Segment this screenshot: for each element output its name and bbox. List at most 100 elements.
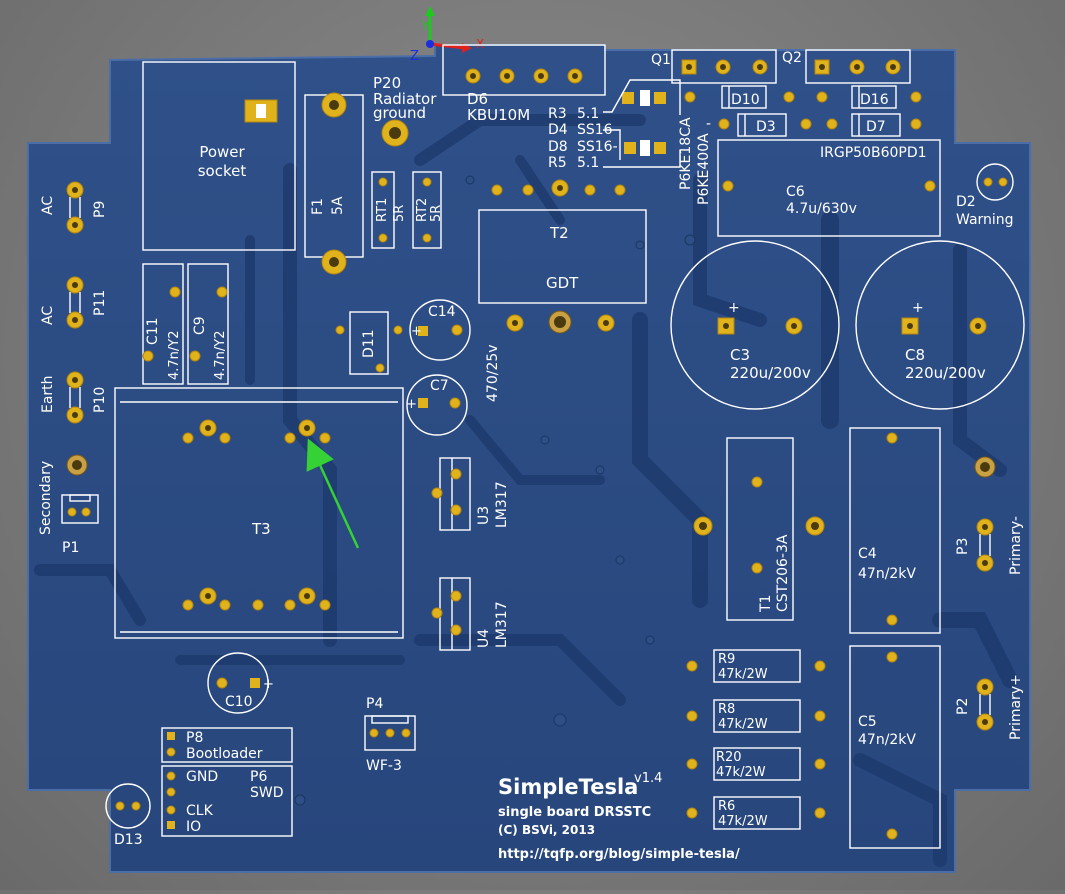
- label-io: IO: [186, 819, 201, 835]
- led-d2: D2 Warning: [956, 163, 1014, 228]
- label-p10: P10: [92, 387, 108, 413]
- label-p2: P2: [955, 698, 971, 715]
- label-primary-minus: Primary-: [1008, 516, 1024, 575]
- label-gnd: GND: [186, 769, 218, 785]
- label-bootloader: Bootloader: [186, 746, 263, 762]
- label-t1: T1: [758, 595, 774, 613]
- connector-p8-bootloader: P8 Bootloader: [161, 727, 293, 763]
- diode-d10: D10: [684, 85, 795, 109]
- label-d8: D8: [548, 139, 568, 155]
- label-r6: R6: [718, 799, 735, 814]
- label-kbu10m: KBU10M: [467, 106, 530, 124]
- resistor-r9: R9 47k/2W: [686, 649, 826, 683]
- label-wf3: WF-3: [366, 758, 402, 774]
- label-p8: P8: [186, 730, 203, 746]
- label-igbt: IRGP50B60PD1: [820, 145, 927, 161]
- label-r20-val: 47k/2W: [716, 765, 766, 780]
- diode-d11: D11: [335, 311, 403, 375]
- label-d13: D13: [114, 832, 143, 848]
- label-t2: T2: [549, 224, 569, 242]
- label-p11: P11: [92, 290, 108, 316]
- brand-block: SimpleTesla v1.4 single board DRSSTC (C)…: [498, 771, 740, 862]
- label-p9: P9: [92, 201, 108, 218]
- label-q1: Q1: [651, 52, 671, 68]
- label-swd: SWD: [250, 785, 284, 801]
- label-rt1: RT1: [375, 198, 390, 222]
- connector-p6-swd: GND P6 SWD CLK IO: [161, 765, 293, 837]
- capacitor-c3: + C3 220u/200v: [670, 240, 840, 410]
- capacitor-c9: C9 4.7n/Y2: [187, 263, 229, 385]
- axis-z-label: Z: [410, 49, 419, 64]
- capacitor-c10: + C10: [207, 652, 274, 714]
- brand-url: http://tqfp.org/blog/simple-tesla/: [498, 847, 740, 862]
- label-r9: R9: [718, 652, 735, 667]
- label-c6: C6: [786, 184, 805, 200]
- capacitor-c14: + C14: [409, 299, 471, 361]
- label-secondary: Secondary: [38, 461, 54, 535]
- label-p4: P4: [366, 696, 383, 712]
- capacitor-c11: C11 4.7n/Y2: [142, 263, 184, 385]
- label-d4-val: SS16: [577, 122, 613, 138]
- label-d4: D4: [548, 122, 568, 138]
- label-power-2: socket: [198, 162, 247, 180]
- label-d3: D3: [756, 119, 776, 135]
- radiator-ground-p20: P20 Radiator ground: [373, 74, 437, 147]
- smd-gate-parts: R3 5.1 D4 SS16 D8 SS16- R5 5.1: [548, 79, 681, 171]
- label-rt1-val: 5R: [392, 205, 407, 222]
- regulator-u4: U4 LM317: [431, 577, 510, 651]
- label-c5-val: 47n/2kV: [858, 732, 916, 748]
- label-rt2: RT2: [415, 198, 430, 222]
- transformer-t1: T1 CST206-3A: [693, 437, 825, 621]
- capacitor-c4: C4 47n/2kV: [849, 427, 941, 634]
- axis-y-label: Y: [421, 19, 430, 33]
- label-c6-val: 4.7u/630v: [786, 201, 857, 217]
- axis-triad: Y X Z: [410, 6, 484, 64]
- label-c11-val: 4.7n/Y2: [167, 330, 182, 380]
- label-warning: Warning: [956, 212, 1014, 228]
- label-c14-plus: +: [411, 324, 422, 339]
- tvs-labels: P6KE18CA P6KE400A -: [678, 116, 712, 205]
- label-r8: R8: [718, 702, 735, 717]
- label-d7: D7: [866, 119, 886, 135]
- diode-d7: D7: [826, 113, 922, 137]
- label-f1: F1: [310, 198, 326, 215]
- label-d11: D11: [361, 329, 377, 358]
- label-p6ke18ca: P6KE18CA: [678, 117, 694, 190]
- brand-subtitle: single board DRSSTC: [498, 805, 651, 820]
- label-f1-val: 5A: [330, 196, 346, 215]
- transformer-t3: T3: [114, 387, 404, 639]
- brand-version: v1.4: [634, 771, 662, 786]
- label-rt2-val: 5R: [429, 205, 444, 222]
- axis-x-label: X: [476, 37, 484, 51]
- label-c3-plus: +: [728, 300, 740, 316]
- label-p6: P6: [250, 769, 267, 785]
- label-c4-val: 47n/2kV: [858, 566, 916, 582]
- label-u4-val: LM317: [494, 601, 510, 648]
- label-d8-val: SS16-: [577, 139, 618, 155]
- connector-p4: P4 WF-3: [364, 696, 416, 774]
- label-c8-plus: +: [912, 300, 924, 316]
- diode-d3: D3: [718, 113, 812, 137]
- label-c9-val: 4.7n/Y2: [213, 330, 228, 380]
- label-c10-plus: +: [263, 677, 274, 692]
- label-c14-val: 470/25v: [485, 344, 501, 402]
- label-d10: D10: [731, 92, 760, 108]
- label-earth: Earth: [40, 375, 56, 413]
- label-u3-val: LM317: [494, 481, 510, 528]
- label-c3: C3: [730, 346, 750, 364]
- label-t3: T3: [251, 520, 271, 538]
- label-p20: P20: [373, 74, 401, 92]
- label-c11: C11: [145, 317, 161, 345]
- label-u3: U3: [476, 506, 492, 525]
- vias: [294, 175, 696, 806]
- label-r3: R3: [548, 106, 567, 122]
- label-ac-2: AC: [40, 306, 56, 325]
- transistor-q1: Q1: [651, 49, 777, 84]
- brand-title: SimpleTesla: [498, 775, 638, 799]
- brand-copyright: (C) BSVi, 2013: [498, 823, 595, 837]
- label-c10: C10: [225, 694, 253, 710]
- connector-p11: AC P11: [40, 276, 108, 329]
- label-c8: C8: [905, 346, 925, 364]
- capacitor-c8: + C8 220u/200v: [855, 240, 1025, 410]
